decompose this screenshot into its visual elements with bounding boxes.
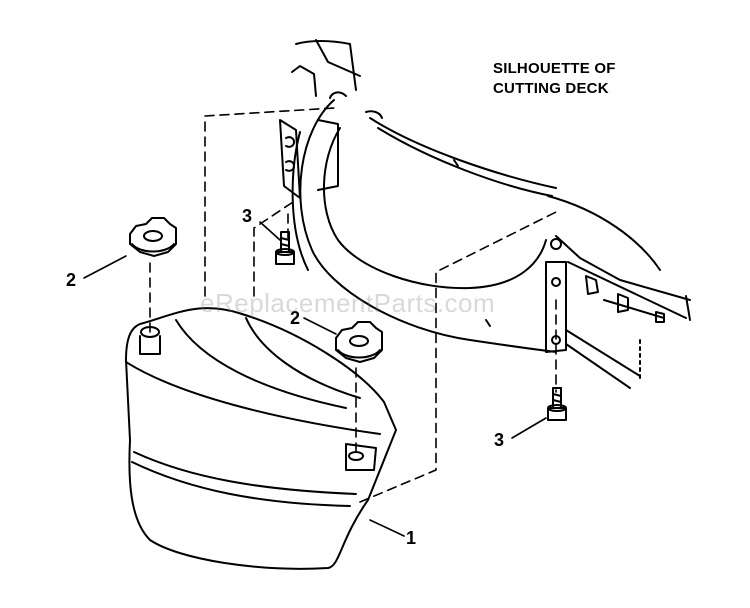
- leader-2a: [83, 255, 127, 279]
- discharge-deflector-part-1: [125, 307, 397, 570]
- callout-label-3b: 3: [494, 430, 505, 450]
- diagram-title-line-2: CUTTING DECK: [493, 80, 609, 97]
- cutting-deck-silhouette: [279, 39, 691, 389]
- leader-3b: [511, 417, 547, 439]
- assembly-guide-lines: [149, 107, 561, 503]
- callout-label-2a: 2: [66, 270, 77, 290]
- wing-knob-part-2-lower: [335, 321, 383, 363]
- diagram-title-line-1: SILHOUETTE OF: [493, 60, 616, 77]
- bolt-part-3-upper: [275, 231, 295, 265]
- callout-leaders: [83, 221, 547, 537]
- leader-1: [369, 519, 405, 537]
- callout-label-2b: 2: [290, 308, 301, 328]
- bolt-part-3-lower: [547, 387, 567, 421]
- wing-knob-part-2-upper: [129, 217, 177, 257]
- leader-2b: [303, 317, 337, 335]
- callout-label-1: 1: [406, 528, 417, 548]
- leader-3a: [259, 221, 281, 241]
- callout-label-3a: 3: [242, 206, 253, 226]
- watermark-text: eReplacementParts.com: [200, 288, 496, 318]
